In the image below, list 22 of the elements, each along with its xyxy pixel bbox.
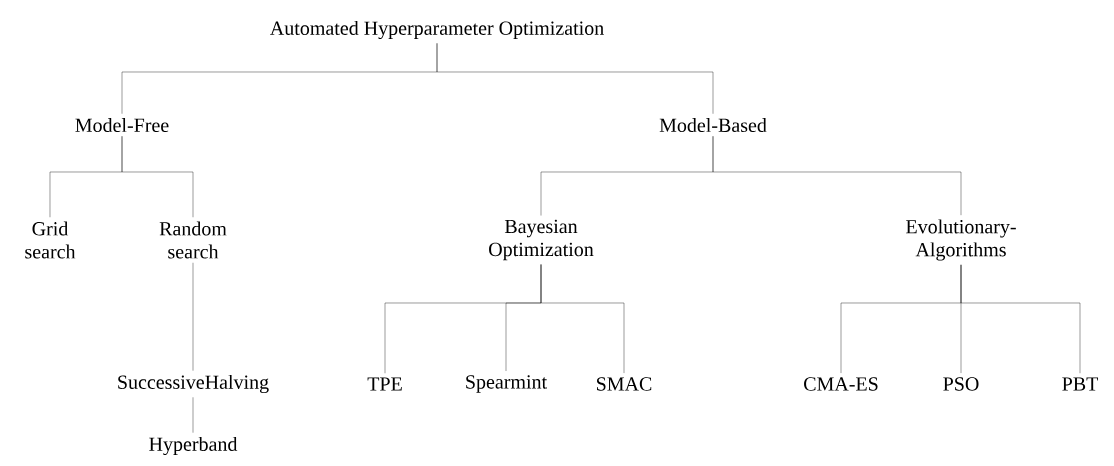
tree-label: Bayesian Optimization — [489, 219, 594, 261]
tree-label: PBT — [1062, 377, 1098, 391]
tree-label: SMAC — [597, 377, 652, 391]
tree-label: SuccessiveHalving — [118, 374, 269, 394]
tree-label: Spearmint — [466, 375, 547, 393]
tree-label: PSO — [943, 377, 979, 391]
tree-label: Automated Hyperparameter Optimization — [270, 20, 604, 40]
connector-line — [192, 262, 194, 371]
tree-label: Model-Based — [659, 117, 767, 133]
tree-label: Hyperband — [149, 436, 238, 456]
tree-label: Model-Free — [75, 117, 169, 133]
connector-line — [436, 43, 714, 114]
tree-label: Evolutionary-Algorithms — [906, 219, 1016, 261]
tree-label: Grid search — [25, 221, 76, 259]
tree-label: CMA-ES — [804, 377, 878, 391]
connector-line — [540, 264, 625, 374]
tree-label: Random search — [159, 221, 227, 259]
connector-line — [712, 136, 962, 216]
connector-line — [960, 264, 1081, 374]
tree-label: TPE — [367, 377, 402, 391]
connector-line — [121, 136, 194, 218]
connector-line — [192, 397, 194, 433]
